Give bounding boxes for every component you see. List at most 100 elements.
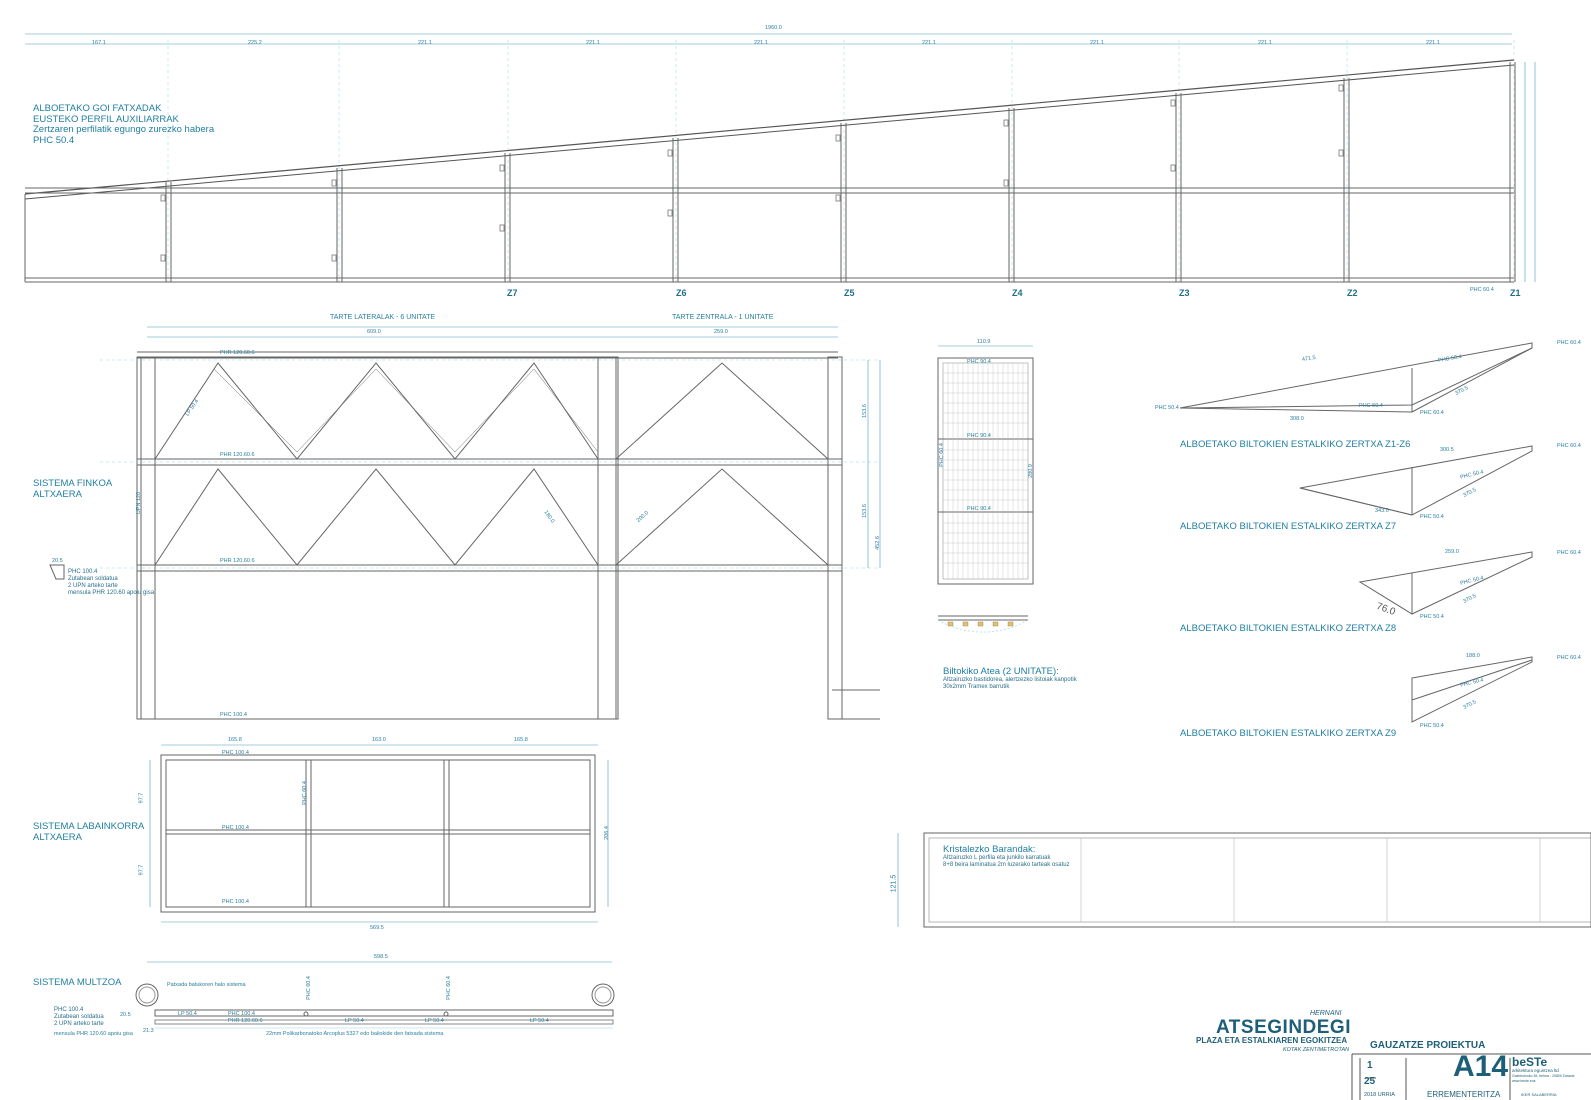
railing-drawing (897, 832, 1591, 928)
truss-title-z9: ALBOETAKO BILTOKIEN ESTALKIKO ZERTXA Z9 (1180, 728, 1397, 739)
detail-dim: 20.5 (52, 558, 63, 564)
combined-mensula-note: mensula PHR 120.60 apoiu gisa (54, 1031, 133, 1037)
fixed-detail-line: PHC 100.4 (68, 569, 98, 575)
combined-note-top: Patxada batukoren halo sistema (167, 982, 246, 988)
bay-dim: 221.1 (922, 40, 936, 46)
title-scale-num: 1 (1367, 1060, 1373, 1071)
trusses-drawing (1179, 342, 1533, 723)
combined-inline-label: PHC 60.4 (445, 976, 452, 1000)
door-desc-line: Altzairuzko bastidorea, alertzezko listo… (943, 677, 1077, 683)
combined-overall-dim: 598.5 (374, 954, 388, 960)
sliding-height-dim: 206.4 (603, 826, 610, 840)
truss-label: PHC 50.4 (1359, 403, 1383, 409)
span-dim-central: 259.0 (714, 329, 728, 335)
door-description: Altzairuzko bastidorea, alertzezko listo… (943, 677, 1077, 691)
railing-description: Altzairuzko L perfila eta junkilo karrat… (943, 855, 1070, 869)
sliding-label: PHC 100.4 (222, 899, 249, 905)
combined-left-line: Zutabean soldatua (54, 1014, 104, 1020)
sliding-bottom-dim: 569.5 (370, 925, 384, 931)
truss-label: PHC 60.4 (1557, 340, 1581, 346)
railing-desc-line: Altzairuzko L perfila eta junkilo karrat… (943, 855, 1051, 861)
truss-label: PHC 50.4 (1420, 723, 1444, 729)
title-subtitle: PLAZA ETA ESTALKIAREN EGOKITZEA (1196, 1036, 1348, 1045)
elevation-drawing (24, 33, 1536, 283)
title-date: 2018 URRIA (1364, 1092, 1395, 1098)
top-chord-label: PHR 120.60.6 (220, 350, 255, 356)
bottom-chord-label: PHR 120.60.6 (220, 558, 255, 564)
combined-inline-label: LP 50.4 (530, 1018, 549, 1024)
truss-label: PHC 60.4 (1557, 443, 1581, 449)
frame-label-z5: Z5 (844, 288, 855, 298)
truss-label: PHC 60.4 (1420, 410, 1444, 416)
combined-left-dim: 20.5 (120, 1012, 131, 1018)
combined-system-drawing (135, 961, 615, 1029)
combined-inline-label: LP 50.4 (345, 1018, 364, 1024)
elevation-profile-label: PHC 60.4 (1470, 287, 1494, 293)
truss-dim: 188.0 (1466, 653, 1480, 659)
fixed-detail-line: mensula PHR 120.60 apoiu gisa (68, 590, 155, 596)
combined-inline-label: LP 50.4 (178, 1011, 197, 1017)
bay-dim: 167.1 (92, 40, 106, 46)
bay-dim: 221.1 (586, 40, 600, 46)
combined-left-line: PHC 100.4 (54, 1007, 84, 1013)
combined-left-dim: 21.3 (143, 1028, 154, 1034)
fixed-detail-note: PHC 100.4 Zutabean soldatua 2 UPN arteko… (68, 569, 154, 597)
truss-label: PHC 50.4 (1155, 405, 1179, 411)
sliding-height-dim: 97.7 (138, 792, 145, 804)
bay-dim: 221.1 (754, 40, 768, 46)
combined-inline-label: PHR 120.60.6 (228, 1018, 263, 1024)
fixed-system-title: SISTEMA FINKOA ALTXAERA (33, 478, 112, 500)
sliding-label: PHC 100.4 (222, 750, 249, 756)
frame-label-z2: Z2 (1347, 288, 1358, 298)
frame-label-z7: Z7 (507, 288, 518, 298)
elevation-overall-dim: 1960.0 (765, 25, 782, 31)
truss-label: PHC 60.4 (1557, 655, 1581, 661)
title-firm: beSTe (1512, 1055, 1548, 1069)
span-label-central: TARTE ZENTRALA - 1 UNITATE (672, 314, 774, 321)
railing-height-dim: 121.5 (890, 874, 898, 893)
bay-dim: 221.1 (1426, 40, 1440, 46)
truss-title-z8: ALBOETAKO BILTOKIEN ESTALKIKO ZERTXA Z8 (1180, 623, 1397, 634)
door-title: Biltokiko Atea (2 UNITATE): (943, 666, 1059, 677)
side-dim: 153.6 (861, 404, 868, 418)
sliding-system-drawing (149, 744, 609, 923)
title-city: HERNANI (1310, 1010, 1342, 1017)
elevation-title-line: PHC 50.4 (33, 134, 75, 146)
sliding-top-dim: 165.8 (228, 737, 242, 743)
sliding-top-dim: 165.8 (514, 737, 528, 743)
bay-dim: 225.2 (248, 40, 262, 46)
title-signature-name: IKER SALABERRIA (1521, 1092, 1557, 1097)
railing-title: Kristalezko Barandak: (943, 844, 1036, 855)
truss-dim: 259.0 (1445, 549, 1459, 555)
title-project: ATSEGINDEGI (1216, 1017, 1351, 1038)
side-dim: 153.6 (861, 504, 868, 518)
combined-left-note: PHC 100.4 Zutabean soldatua 2 UPN arteko… (54, 1007, 104, 1028)
title-firm-tag: arkitektura eguntzea ltd (1512, 1068, 1559, 1073)
span-label-lateral: TARTE LATERALAK - 6 UNITATE (330, 314, 436, 321)
sliding-system-title: SISTEMA LABAINKORRA ALTXAERA (33, 821, 145, 843)
combined-system-title: SISTEMA MULTZOA (33, 977, 122, 988)
elevation-title-line: ALBOETAKO GOI FATXADAK (33, 103, 162, 114)
base-label: PHC 100.4 (220, 712, 247, 718)
title-sheet-name: ERREMENTERITZA (1427, 1090, 1501, 1099)
title-scale-den: 25 (1364, 1076, 1376, 1087)
combined-note-bottom: 22mm Polikarbonatoko Arcoplus 5327 edo b… (266, 1031, 444, 1037)
door-height-dim: 280.9 (1027, 464, 1034, 478)
sliding-top-dim: 163.0 (372, 737, 386, 743)
elevation-title-line: EUSTEKO PERFIL AUXILIARRAK (33, 113, 179, 125)
door-label-top: PHC 90.4 (967, 359, 991, 365)
bay-dim: 221.1 (418, 40, 432, 46)
sliding-title-line: SISTEMA LABAINKORRA (33, 821, 145, 832)
combined-inline-label: PHC 100.4 (228, 1011, 255, 1017)
side-dim-total: 452.6 (874, 536, 881, 550)
frame-label-z4: Z4 (1012, 288, 1023, 298)
title-firm-address-line: Gaztelutxoko 36, behea - 20800 Zarautz (1512, 1074, 1575, 1078)
mid-chord-label: PHR 120.60.6 (220, 452, 255, 458)
fixed-system-drawing (49, 326, 881, 720)
truss-dim: 343.0 (1375, 508, 1389, 514)
truss-title-z1-z6: ALBOETAKO BILTOKIEN ESTALKIKO ZERTXA Z1-… (1180, 439, 1411, 450)
title-firm-address-line: www.beste.eus (1512, 1078, 1536, 1083)
sliding-title-line: ALTXAERA (33, 831, 82, 843)
fixed-detail-line: Zutabean soldatua (68, 576, 118, 582)
frame-label-z3: Z3 (1179, 288, 1190, 298)
